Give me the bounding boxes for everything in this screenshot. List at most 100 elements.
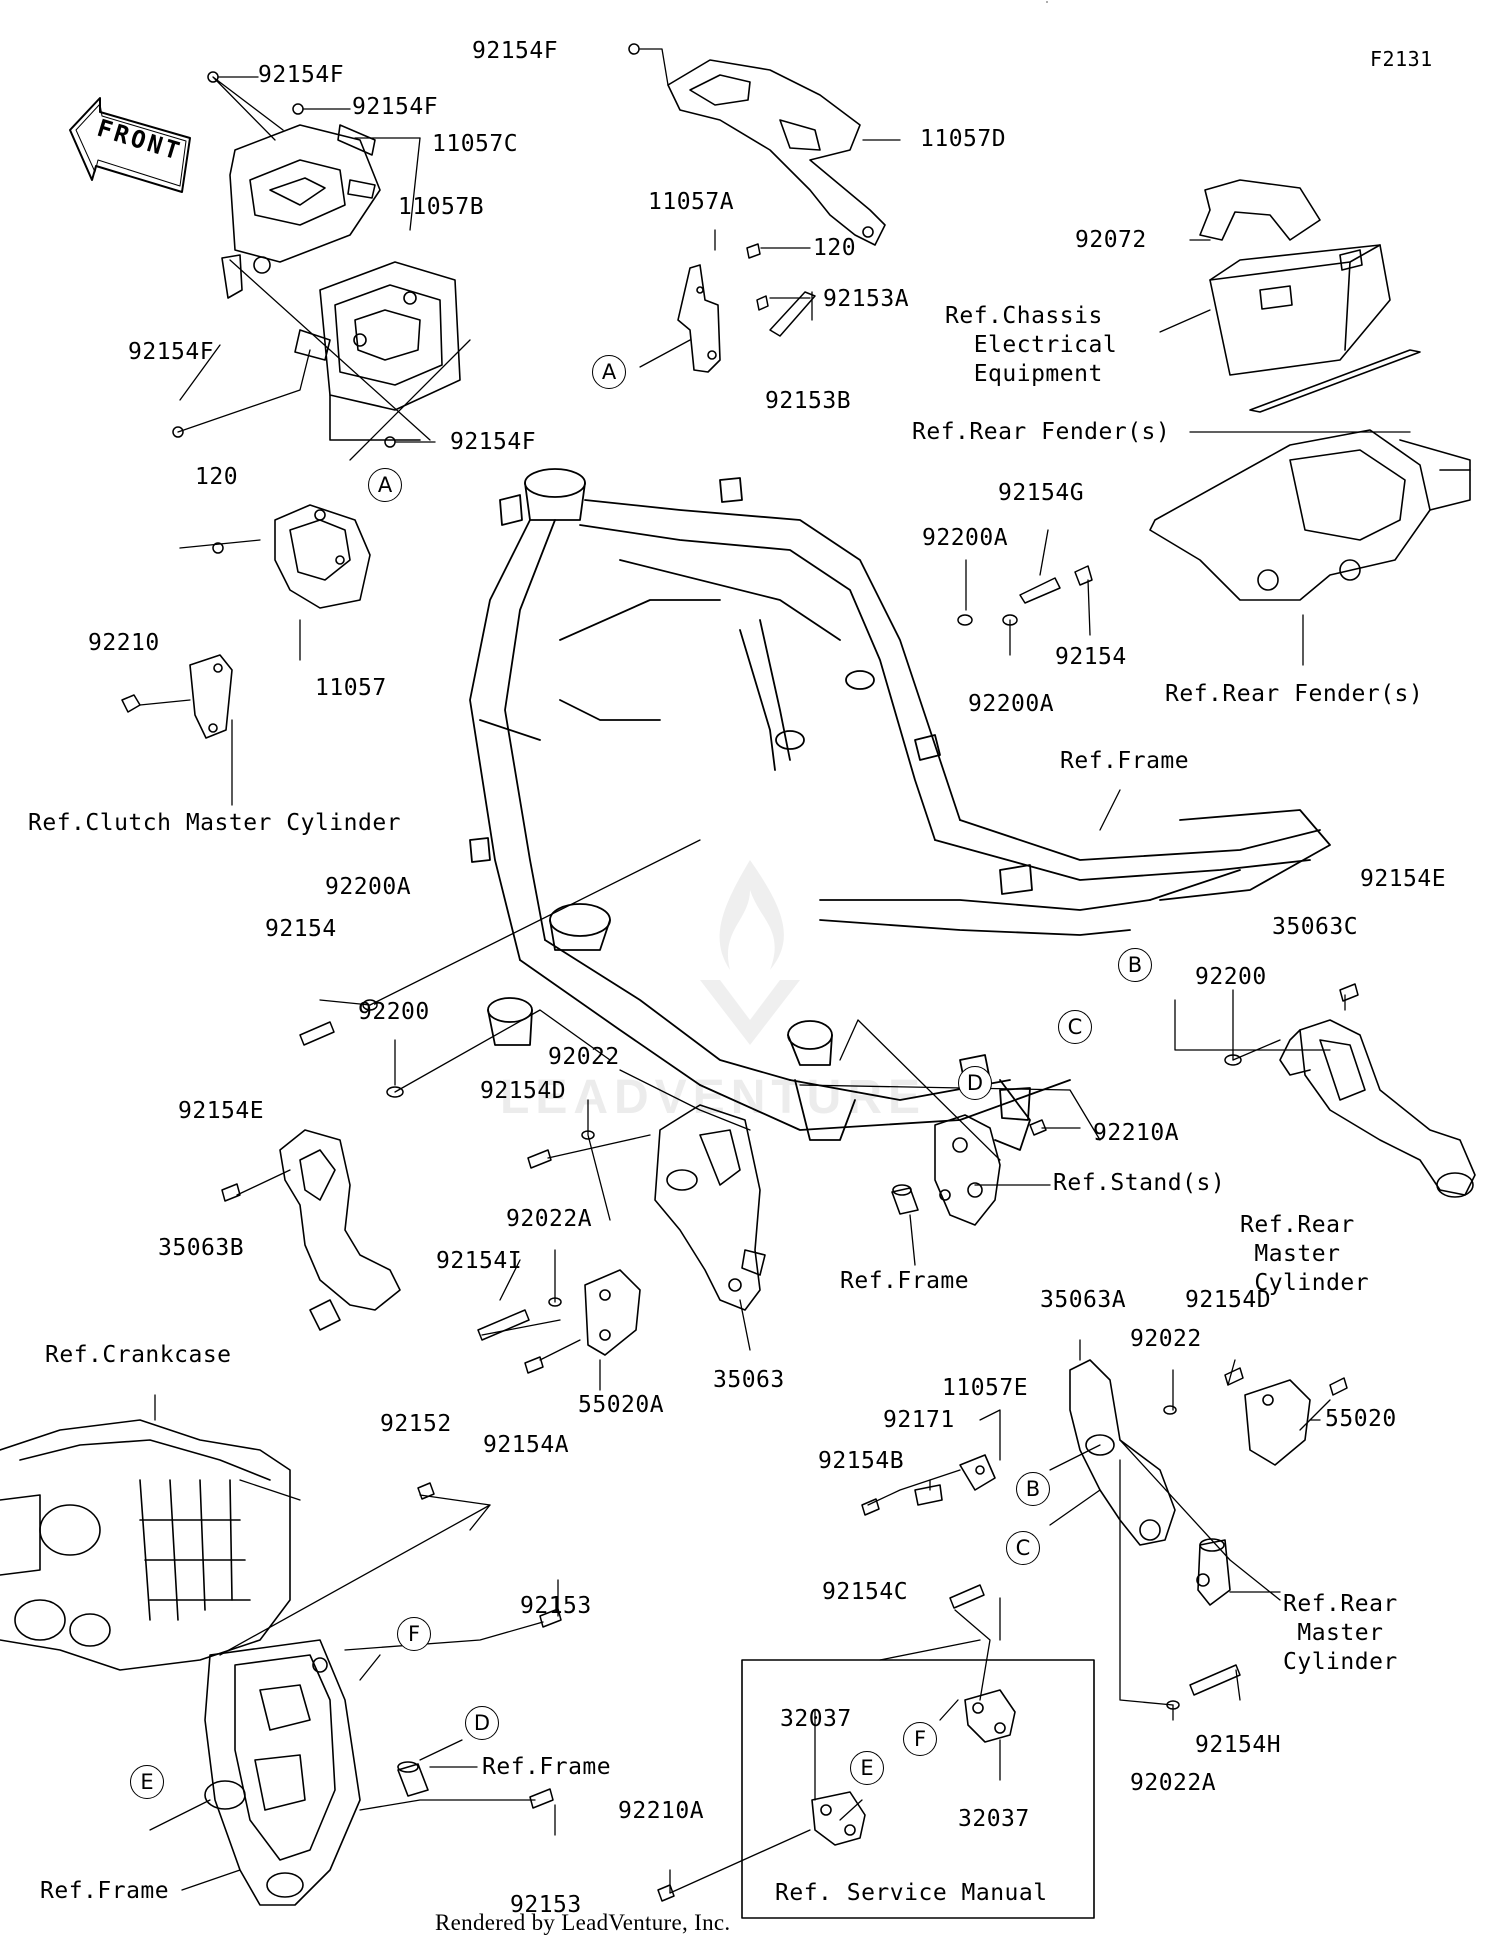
service-manual-box bbox=[741, 1659, 1095, 1919]
label-32037-b: 32037 bbox=[958, 1806, 1030, 1832]
label-11057e: 11057E bbox=[942, 1375, 1029, 1401]
collar-d-drawing bbox=[397, 1761, 429, 1797]
label-ref-rear-master-b: Ref.Rear Master Cylinder bbox=[1283, 1591, 1398, 1675]
label-11057a: 11057A bbox=[648, 189, 735, 215]
callout-a-upper: A bbox=[592, 355, 626, 389]
callout-e-plate: E bbox=[850, 1751, 884, 1785]
label-ref-rear-fender-b: Ref.Rear Fender(s) bbox=[1165, 681, 1424, 707]
watermark-logo-icon bbox=[700, 860, 800, 1045]
label-120-b: 120 bbox=[195, 464, 239, 490]
label-92154f-c: 92154F bbox=[472, 38, 559, 64]
label-11057c: 11057C bbox=[432, 131, 519, 157]
electrical-box-drawing bbox=[1209, 244, 1391, 376]
diagram-code: F2131 bbox=[1370, 47, 1433, 71]
fasteners-drawing bbox=[121, 43, 1359, 1902]
rear-fender-drawing bbox=[1149, 429, 1471, 601]
label-92200a-a: 92200A bbox=[922, 525, 1009, 551]
label-92171: 92171 bbox=[883, 1407, 955, 1433]
clutch-bracket-drawing bbox=[189, 654, 233, 739]
callout-b-frame: B bbox=[1118, 948, 1152, 982]
label-35063a: 35063A bbox=[1040, 1287, 1127, 1313]
label-92210a-a: 92210A bbox=[1093, 1120, 1180, 1146]
label-ref-rear-master-a: Ref.Rear Master Cylinder bbox=[1240, 1212, 1370, 1296]
label-ref-clutch: Ref.Clutch Master Cylinder bbox=[28, 810, 402, 836]
collar-drawing bbox=[891, 1184, 919, 1215]
label-92153b: 92153B bbox=[765, 388, 852, 414]
main-frame-drawing bbox=[469, 468, 1331, 1151]
callout-d-mount: D bbox=[465, 1706, 499, 1740]
callout-c-frame: C bbox=[1058, 1010, 1092, 1044]
callout-c-bracket: C bbox=[1006, 1531, 1040, 1565]
label-ref-crankcase: Ref.Crankcase bbox=[45, 1342, 232, 1368]
label-92210: 92210 bbox=[88, 630, 160, 656]
label-92022a-a: 92022A bbox=[506, 1206, 593, 1232]
label-92154f-b: 92154F bbox=[352, 94, 439, 120]
bracket-35063a-drawing bbox=[1069, 1359, 1176, 1546]
label-92200a-b: 92200A bbox=[968, 691, 1055, 717]
bracket-11057a-drawing bbox=[677, 264, 721, 373]
label-11057d: 11057D bbox=[920, 126, 1007, 152]
engine-mount-bracket-drawing bbox=[204, 1639, 361, 1906]
bracket-35063b-drawing bbox=[279, 1129, 401, 1331]
label-92154h: 92154H bbox=[1195, 1732, 1282, 1758]
label-11057b: 11057B bbox=[398, 194, 485, 220]
label-92022-b: 92022 bbox=[1130, 1326, 1202, 1352]
label-ref-service: Ref. Service Manual bbox=[775, 1880, 1048, 1906]
heel-guard-55020-drawing bbox=[1244, 1379, 1311, 1466]
callout-a-lower: A bbox=[368, 468, 402, 502]
fender-sheet-drawing bbox=[1249, 349, 1421, 413]
label-92154f-e: 92154F bbox=[450, 429, 537, 455]
label-11057: 11057 bbox=[315, 675, 387, 701]
label-ref-frame-c: Ref.Frame bbox=[482, 1754, 612, 1780]
label-92154-a: 92154 bbox=[1055, 644, 1127, 670]
rear-master-cylinder-drawing bbox=[1196, 1538, 1231, 1606]
label-35063: 35063 bbox=[713, 1367, 785, 1393]
label-ref-frame-d: Ref.Frame bbox=[40, 1878, 170, 1904]
plate-32037-a-drawing bbox=[811, 1791, 866, 1846]
label-92022-a: 92022 bbox=[548, 1044, 620, 1070]
bracket-11057-drawing bbox=[274, 504, 371, 609]
stand-bracket-drawing bbox=[934, 1114, 1001, 1226]
label-92154b: 92154B bbox=[818, 1448, 905, 1474]
callout-f-mount: F bbox=[397, 1617, 431, 1651]
label-92154d-b: 92154D bbox=[1185, 1287, 1272, 1313]
label-ref-chassis: Ref.Chassis Electrical Equipment bbox=[945, 303, 1118, 387]
label-92210a-b: 92210A bbox=[618, 1798, 705, 1824]
label-120-a: 120 bbox=[813, 235, 857, 261]
strap-92072-drawing bbox=[1199, 179, 1321, 241]
label-ref-rear-fender-a: Ref.Rear Fender(s) bbox=[912, 419, 1171, 445]
label-35063c: 35063C bbox=[1272, 914, 1359, 940]
label-92072: 92072 bbox=[1075, 227, 1147, 253]
label-92154g: 92154G bbox=[998, 480, 1085, 506]
label-35063b: 35063B bbox=[158, 1235, 245, 1261]
label-92154e-b: 92154E bbox=[178, 1098, 265, 1124]
bracket-35063c-drawing bbox=[1279, 1019, 1476, 1198]
heel-guard-55020a-drawing bbox=[584, 1269, 641, 1356]
label-92200-a: 92200 bbox=[1195, 964, 1267, 990]
leader-lines bbox=[139, 1, 1411, 1894]
callout-b-bracket: B bbox=[1016, 1472, 1050, 1506]
bracket-11057e-drawing bbox=[914, 1454, 996, 1506]
label-92154-b: 92154 bbox=[265, 916, 337, 942]
label-92154c: 92154C bbox=[822, 1579, 909, 1605]
label-92154e-a: 92154E bbox=[1360, 866, 1447, 892]
callout-e-mount: E bbox=[130, 1765, 164, 1799]
label-ref-stand: Ref.Stand(s) bbox=[1053, 1170, 1226, 1196]
crankcase-drawing bbox=[0, 1419, 291, 1671]
label-92200-b: 92200 bbox=[358, 999, 430, 1025]
front-arrow-icon bbox=[69, 97, 191, 193]
label-92200a-c: 92200A bbox=[325, 874, 412, 900]
bracket-35063-drawing bbox=[654, 1104, 766, 1311]
footer-credit: Rendered by LeadVenture, Inc. bbox=[435, 1910, 731, 1935]
label-55020a: 55020A bbox=[578, 1392, 665, 1418]
callout-d-frame: D bbox=[958, 1066, 992, 1100]
label-ref-frame-a: Ref.Frame bbox=[1060, 748, 1190, 774]
plate-32037-b-drawing bbox=[964, 1689, 1016, 1743]
label-92152: 92152 bbox=[380, 1411, 452, 1437]
label-92154i: 92154I bbox=[436, 1248, 523, 1274]
label-92154f-a: 92154F bbox=[258, 62, 345, 88]
label-92154f-d: 92154F bbox=[128, 339, 215, 365]
bracket-11057d-drawing bbox=[667, 59, 886, 246]
